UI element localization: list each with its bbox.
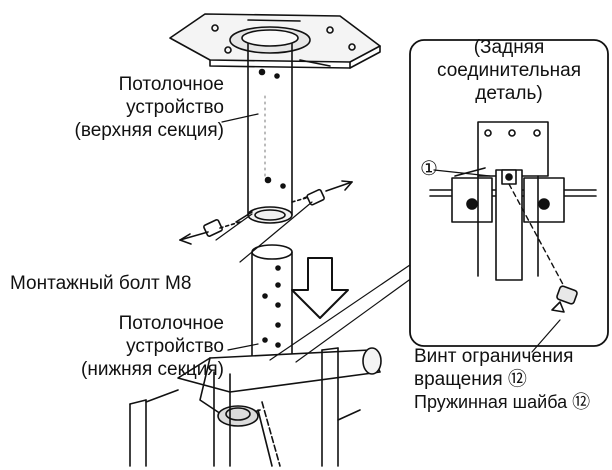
label-spring-washer: Пружинная шайба ⑫ (414, 392, 591, 412)
label-lower-line-2: устройство (126, 336, 224, 357)
lower-pipe (251, 244, 293, 369)
label-rear-line-3: деталь) (475, 83, 543, 104)
label-upper-line-3: (верхняя секция) (74, 120, 224, 141)
label-rear-line-1: (Задняя (473, 37, 545, 58)
upper-pipe (247, 43, 293, 224)
label-screw-line-2: вращения ⑫ (414, 369, 527, 390)
label-rotation-screw: Винт ограничения вращения ⑫ (414, 345, 573, 391)
screw-leader (531, 319, 561, 353)
ceiling-plate (169, 13, 381, 69)
mount-bolts (179, 180, 353, 245)
label-lower-line-3: (нижняя секция) (81, 359, 224, 380)
label-mount-bolt: Монтажный болт M8 (10, 273, 192, 294)
marker-1-leader (433, 169, 491, 177)
label-upper-section: Потолочное устройство (верхняя секция) (20, 73, 224, 142)
insert-arrow (291, 257, 349, 319)
label-lower-section: Потолочное устройство (нижняя секция) (20, 312, 224, 381)
label-rear-line-2: соединительная (437, 60, 581, 81)
label-rear-part: (Задняя соединительная деталь) (410, 36, 608, 105)
lower-bracket (129, 347, 382, 467)
label-screw-line-1: Винт ограничения (414, 346, 574, 367)
detail-drawing (429, 121, 597, 313)
label-lower-line-1: Потолочное (118, 313, 224, 334)
label-upper-line-2: устройство (126, 97, 224, 118)
label-marker-1: ① (420, 158, 438, 180)
label-upper-line-1: Потолочное (118, 74, 224, 95)
